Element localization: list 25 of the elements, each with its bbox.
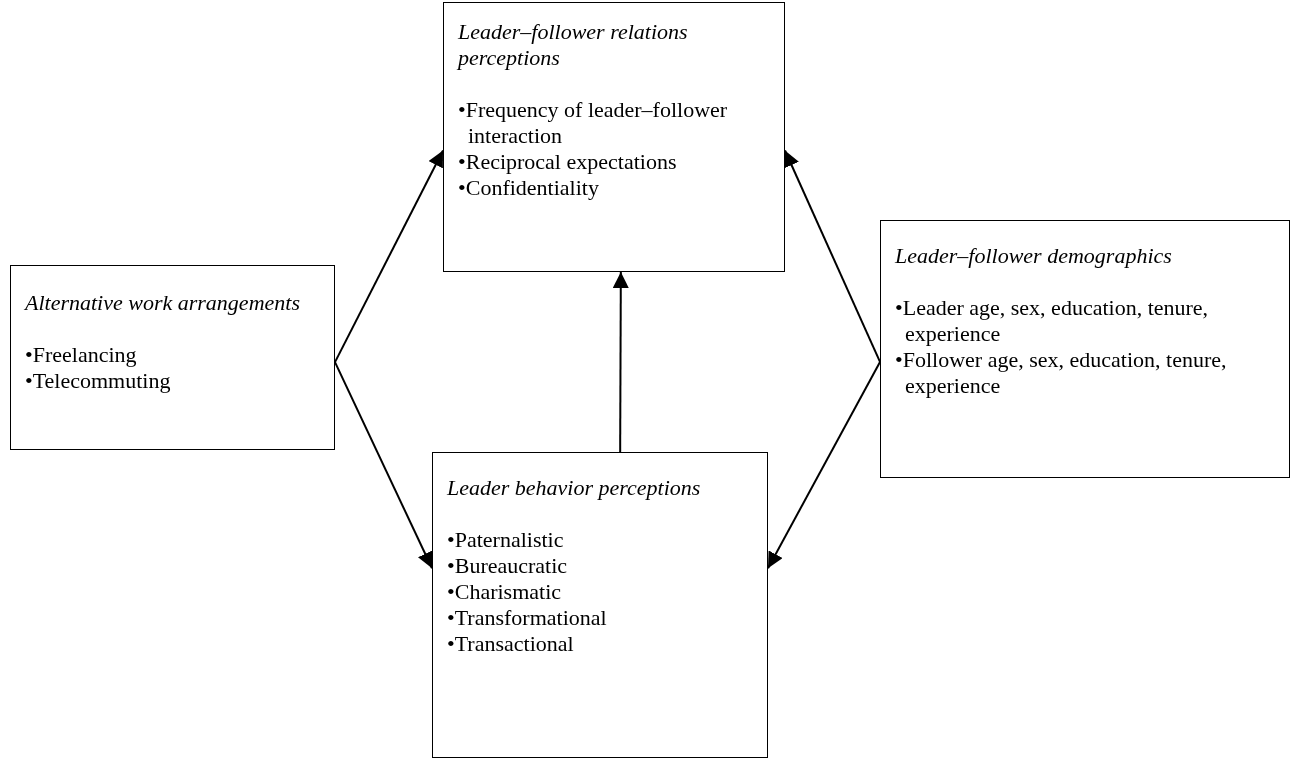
bullet-item: •Telecommuting xyxy=(25,368,172,394)
box-heading: Leader–follower relations perceptions xyxy=(458,19,689,71)
text-box xyxy=(880,220,1290,478)
arrow xyxy=(334,149,444,364)
box-heading: Leader–follower demographics xyxy=(895,243,1173,269)
bullet-item: •Frequency of leader–follower interaction xyxy=(458,97,729,149)
text-box xyxy=(432,452,768,758)
bullet-item: •Transformational xyxy=(447,605,608,631)
bullet-item: •Bureaucratic xyxy=(447,553,569,579)
bullet-item: •Leader age, sex, education, tenure, experience xyxy=(895,295,1210,347)
arrow xyxy=(334,361,433,570)
box-heading: Alternative work arrangements xyxy=(25,290,301,316)
text-box xyxy=(10,265,335,450)
bullet-item: •Freelancing xyxy=(25,342,138,368)
bullet-item: •Transactional xyxy=(447,631,575,657)
bullet-item: •Reciprocal expectations xyxy=(458,149,678,175)
bullet-item: •Confidentiality xyxy=(458,175,600,201)
arrow xyxy=(784,149,881,363)
bullet-item: •Paternalistic xyxy=(447,527,565,553)
bullet-item: •Follower age, sex, education, tenure, experience xyxy=(895,347,1228,399)
arrow xyxy=(767,360,881,570)
arrow xyxy=(612,271,629,453)
box-heading: Leader behavior perceptions xyxy=(447,475,702,501)
text-box xyxy=(443,2,785,272)
bullet-item: •Charismatic xyxy=(447,579,562,605)
